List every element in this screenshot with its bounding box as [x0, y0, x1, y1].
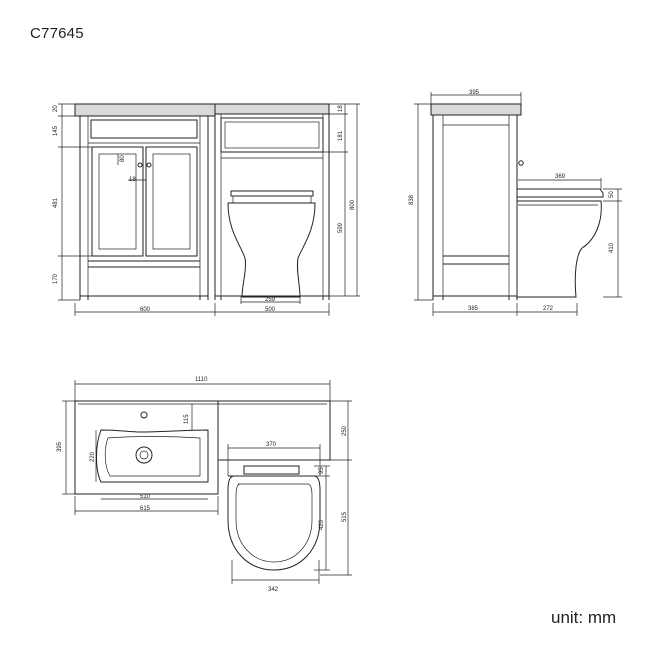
dim-toilet-unit-width: 500 [265, 307, 276, 313]
plan-view: 1110 395 115 220 510 615 250 370 95 420 … [57, 377, 352, 593]
vanity-drawer [90, 119, 198, 139]
plan-dimensions [62, 380, 352, 584]
front-dimensions [58, 103, 360, 316]
dim-handle-gap: 18 [129, 177, 136, 183]
door-knob-right [146, 162, 152, 168]
dim-side-seat-length: 369 [555, 174, 566, 180]
basin-bowl [96, 429, 209, 483]
dim-plan-projection: 515 [342, 511, 348, 522]
dim-plan-bowl-base: 342 [268, 587, 279, 593]
dim-drawer-height: 145 [53, 125, 59, 136]
dim-vanity-width: 600 [140, 307, 151, 313]
vanity-carcass [79, 115, 209, 297]
plan-toilet-unit-top [218, 400, 331, 461]
plan-worktop [74, 400, 219, 495]
dim-side-cabinet-depth: 385 [468, 306, 479, 312]
dim-plan-tap-offset: 115 [184, 414, 190, 424]
side-dimensions [414, 92, 622, 316]
tap-hole [140, 411, 148, 419]
dim-handle-offset: 80 [120, 155, 126, 162]
toilet-pan-front [227, 190, 316, 298]
side-view: 395 838 385 272 369 50 410 [409, 90, 622, 316]
cistern-panel [220, 117, 324, 153]
front-view: 20 145 481 170 80 18 600 500 259 18 181 … [53, 103, 360, 316]
dim-toilet-top: 18 [338, 105, 344, 112]
door-knob-left [137, 162, 143, 168]
dim-pan-width: 259 [265, 297, 276, 303]
side-cabinet [432, 114, 518, 297]
seat-hinge [243, 465, 300, 475]
product-code: C77645 [30, 25, 84, 42]
unit-label: unit: mm [551, 608, 617, 627]
dim-plan-overall-width: 1110 [195, 377, 208, 383]
basin-waste [135, 446, 153, 464]
dim-plan-bowl-width: 510 [140, 494, 151, 500]
vanity-right-door [145, 146, 198, 257]
dim-plan-seat-width: 370 [266, 442, 277, 448]
dim-plan-top-width: 615 [140, 506, 151, 512]
toilet-pan-side [516, 188, 604, 298]
side-worktop [430, 103, 522, 116]
vanity-left-door [91, 146, 144, 257]
dim-door-height: 481 [53, 197, 59, 208]
toilet-unit-frame [214, 113, 330, 297]
toilet-seat [227, 475, 321, 571]
dim-plan-seat-length: 420 [319, 519, 325, 530]
dim-side-top-depth: 395 [469, 90, 480, 96]
dim-plan-depth: 395 [57, 441, 63, 452]
dim-cistern-panel: 181 [338, 130, 344, 141]
vanity-worktop [74, 103, 216, 117]
dim-plan-seat-hinge: 95 [319, 467, 325, 474]
dim-plan-rear-depth: 250 [342, 425, 348, 436]
dim-pan-height: 599 [338, 222, 344, 233]
dim-plan-basin-depth: 220 [90, 451, 96, 462]
dim-side-pan-height: 410 [609, 242, 615, 253]
dim-side-height: 838 [409, 194, 415, 205]
dim-top-thickness: 20 [53, 105, 59, 112]
side-flush-button [518, 160, 524, 166]
toilet-unit-top [214, 103, 330, 115]
dim-side-pan-projection: 272 [543, 306, 554, 312]
dim-plinth-height: 170 [53, 273, 59, 284]
dim-side-seat-step: 50 [609, 191, 615, 198]
dim-overall-height: 800 [350, 199, 356, 210]
